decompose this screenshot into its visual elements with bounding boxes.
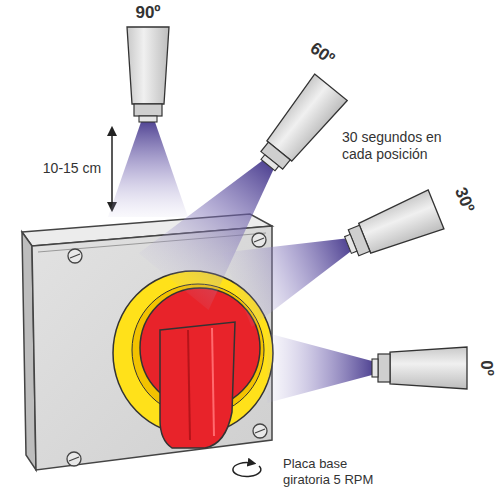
uv-lamp: [267, 333, 467, 403]
uv-lamp: [222, 172, 451, 327]
angle-label: 90º: [135, 3, 160, 23]
note-label: Placa base giratoria 5 RPM: [283, 456, 389, 487]
uv-beam: [267, 333, 372, 403]
uv-lamp: [108, 27, 188, 217]
uv-beam: [222, 208, 363, 327]
dimension-label: 10-15 cm: [43, 160, 101, 177]
lamp-nozzle: [372, 359, 378, 377]
lamp-body: [127, 27, 169, 104]
rotation-symbol: [233, 463, 261, 477]
note-label: 30 segundos en cada posición: [342, 129, 462, 163]
lamp-collar: [378, 354, 390, 382]
dimension-arrow: [111, 128, 113, 210]
angle-label: 60º: [306, 38, 338, 69]
lamp-body: [390, 347, 467, 389]
uv-beam: [108, 122, 188, 217]
lamp-nozzle: [139, 116, 157, 122]
lamp-nozzle: [345, 234, 357, 253]
angle-label: 0º: [476, 360, 496, 376]
lamp-collar: [134, 104, 162, 116]
lamp-body: [357, 190, 444, 258]
angle-label: 30º: [450, 185, 478, 216]
lamp-nozzle: [261, 155, 279, 171]
